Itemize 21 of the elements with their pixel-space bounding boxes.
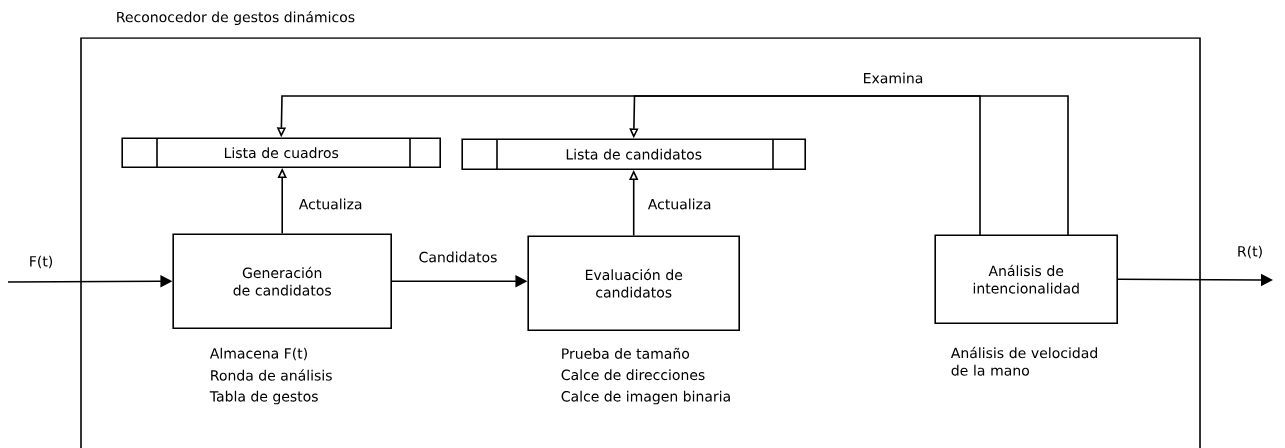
- annotation-text: Ronda de análisis: [211, 369, 332, 381]
- edge-label: Actualiza: [646, 197, 713, 211]
- list-box: Lista de cuadros: [121, 137, 441, 169]
- edge-label: R(t): [1235, 244, 1265, 260]
- annotation-text: Calce de direcciones: [561, 369, 705, 381]
- process-box: Generación de candidatos: [172, 233, 392, 329]
- annotation-text: Prueba de tamaño: [562, 347, 690, 359]
- arrow: [629, 95, 981, 237]
- edge-label: Actualiza: [297, 197, 364, 211]
- annotation-text: Análisis de velocidad de la mano: [950, 346, 1097, 376]
- system-frame: [80, 37, 1201, 448]
- edge-label: Candidatos: [417, 250, 499, 264]
- process-box: Análisis de intencionalidad: [934, 234, 1118, 324]
- annotation-text: Almacena F(t): [209, 347, 307, 361]
- list-box: Lista de candidatos: [461, 138, 806, 171]
- process-box: Evaluación de candidatos: [527, 235, 740, 331]
- frame-title: Reconocedor de gestos dinámicos: [117, 10, 355, 26]
- edge-label: F(t): [27, 254, 55, 270]
- annotation-text: Calce de imagen binaria: [561, 390, 730, 405]
- annotation-text: Tabla de gestos: [209, 390, 318, 405]
- edge-label: Examina: [861, 71, 925, 85]
